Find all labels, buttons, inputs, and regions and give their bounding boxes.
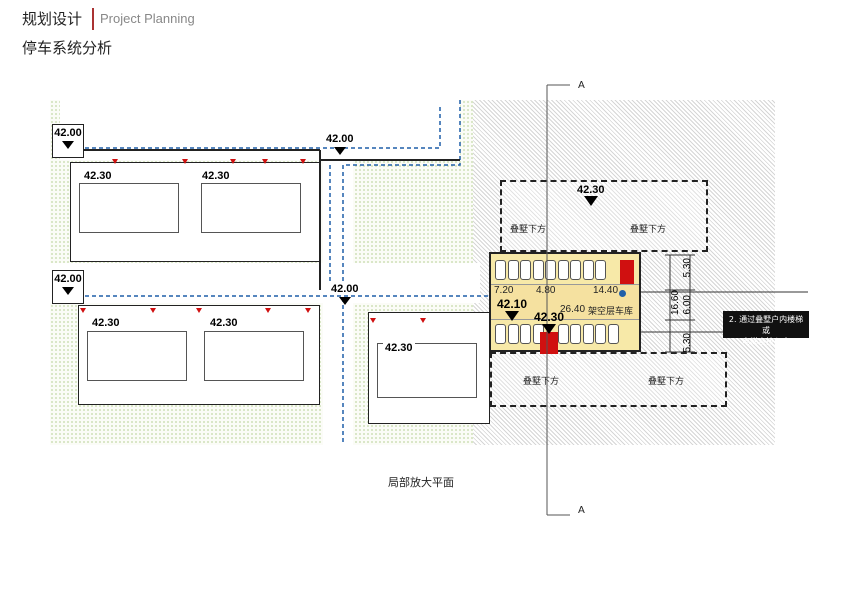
level-value: 42.00 bbox=[54, 273, 82, 285]
level-marker: 42.30 bbox=[575, 184, 607, 206]
dim-label: 26.40 bbox=[560, 304, 586, 315]
level-value: 42.00 bbox=[324, 133, 356, 145]
level-marker: 42.30 bbox=[532, 310, 566, 334]
level-marker: 42.00 bbox=[52, 124, 84, 158]
villa-footprint-upper bbox=[500, 180, 708, 252]
zone-label: 叠墅下方 bbox=[523, 377, 560, 387]
callout-line: 电梯直接入户 bbox=[742, 337, 790, 346]
parking-stall bbox=[507, 324, 519, 344]
level-value: 42.30 bbox=[82, 170, 114, 182]
parking-stall bbox=[507, 260, 519, 280]
level-value: 42.10 bbox=[497, 297, 528, 311]
callout-note: 2. 通过叠墅户内楼梯或 电梯直接入户 bbox=[723, 311, 809, 346]
parking-stall bbox=[557, 324, 569, 344]
level-marker: 42.00 bbox=[329, 283, 361, 305]
parking-stall bbox=[582, 324, 594, 344]
parking-stall bbox=[495, 324, 506, 344]
parking-stall bbox=[570, 324, 581, 344]
parking-stall bbox=[582, 260, 594, 280]
parking-stall bbox=[607, 324, 619, 344]
level-triangle-icon bbox=[62, 287, 74, 295]
level-value: 42.00 bbox=[329, 283, 361, 295]
level-triangle-icon bbox=[542, 324, 557, 334]
ramp-entry bbox=[540, 332, 558, 354]
level-value: 42.00 bbox=[54, 127, 82, 139]
parking-stall bbox=[520, 260, 531, 280]
level-value: 42.30 bbox=[208, 317, 240, 329]
callout-line: 2. 通过叠墅户内楼梯或 bbox=[728, 315, 804, 335]
parking-stall bbox=[595, 324, 606, 344]
garage-label: 架空层车库 bbox=[588, 307, 634, 317]
dim-label: 7.20 bbox=[494, 285, 514, 296]
level-value: 42.30 bbox=[577, 184, 605, 196]
parking-stall bbox=[520, 324, 531, 344]
level-marker: 42.10 bbox=[495, 297, 529, 321]
parking-stall bbox=[570, 260, 581, 280]
level-value: 42.30 bbox=[534, 310, 565, 324]
level-marker: 42.00 bbox=[324, 133, 356, 155]
level-marker: 42.00 bbox=[52, 270, 84, 304]
parking-stall bbox=[545, 260, 556, 280]
level-triangle-icon bbox=[505, 311, 520, 321]
section-title-en: Project Planning bbox=[100, 11, 195, 26]
section-mark-top: A bbox=[578, 80, 585, 91]
parking-stall bbox=[532, 260, 544, 280]
dim-label: 4.80 bbox=[536, 285, 556, 296]
level-value: 42.30 bbox=[90, 317, 122, 329]
garage bbox=[489, 252, 641, 352]
section-title: 规划设计 bbox=[22, 10, 83, 28]
figure-caption: 局部放大平面 bbox=[388, 476, 454, 489]
level-value: 42.30 bbox=[200, 170, 232, 182]
section-mark-bottom: A bbox=[578, 505, 585, 516]
zone-label: 叠墅下方 bbox=[630, 225, 667, 235]
zone-label: 叠墅下方 bbox=[648, 377, 685, 387]
page-title: 停车系统分析 bbox=[22, 39, 113, 57]
level-triangle-icon bbox=[338, 297, 351, 305]
building-block bbox=[368, 312, 490, 424]
level-value: 42.30 bbox=[383, 342, 415, 354]
stair-core bbox=[620, 260, 634, 284]
parking-stall bbox=[557, 260, 569, 280]
title-divider bbox=[92, 8, 94, 30]
level-triangle-icon bbox=[62, 141, 74, 149]
entry-dot bbox=[619, 290, 626, 297]
level-triangle-icon bbox=[583, 196, 598, 206]
level-triangle-icon bbox=[333, 147, 346, 155]
zone-label: 叠墅下方 bbox=[510, 225, 547, 235]
dim-label: 14.40 bbox=[593, 285, 619, 296]
parking-stall bbox=[595, 260, 606, 280]
parking-stall bbox=[495, 260, 506, 280]
villa-footprint-lower bbox=[490, 352, 727, 407]
